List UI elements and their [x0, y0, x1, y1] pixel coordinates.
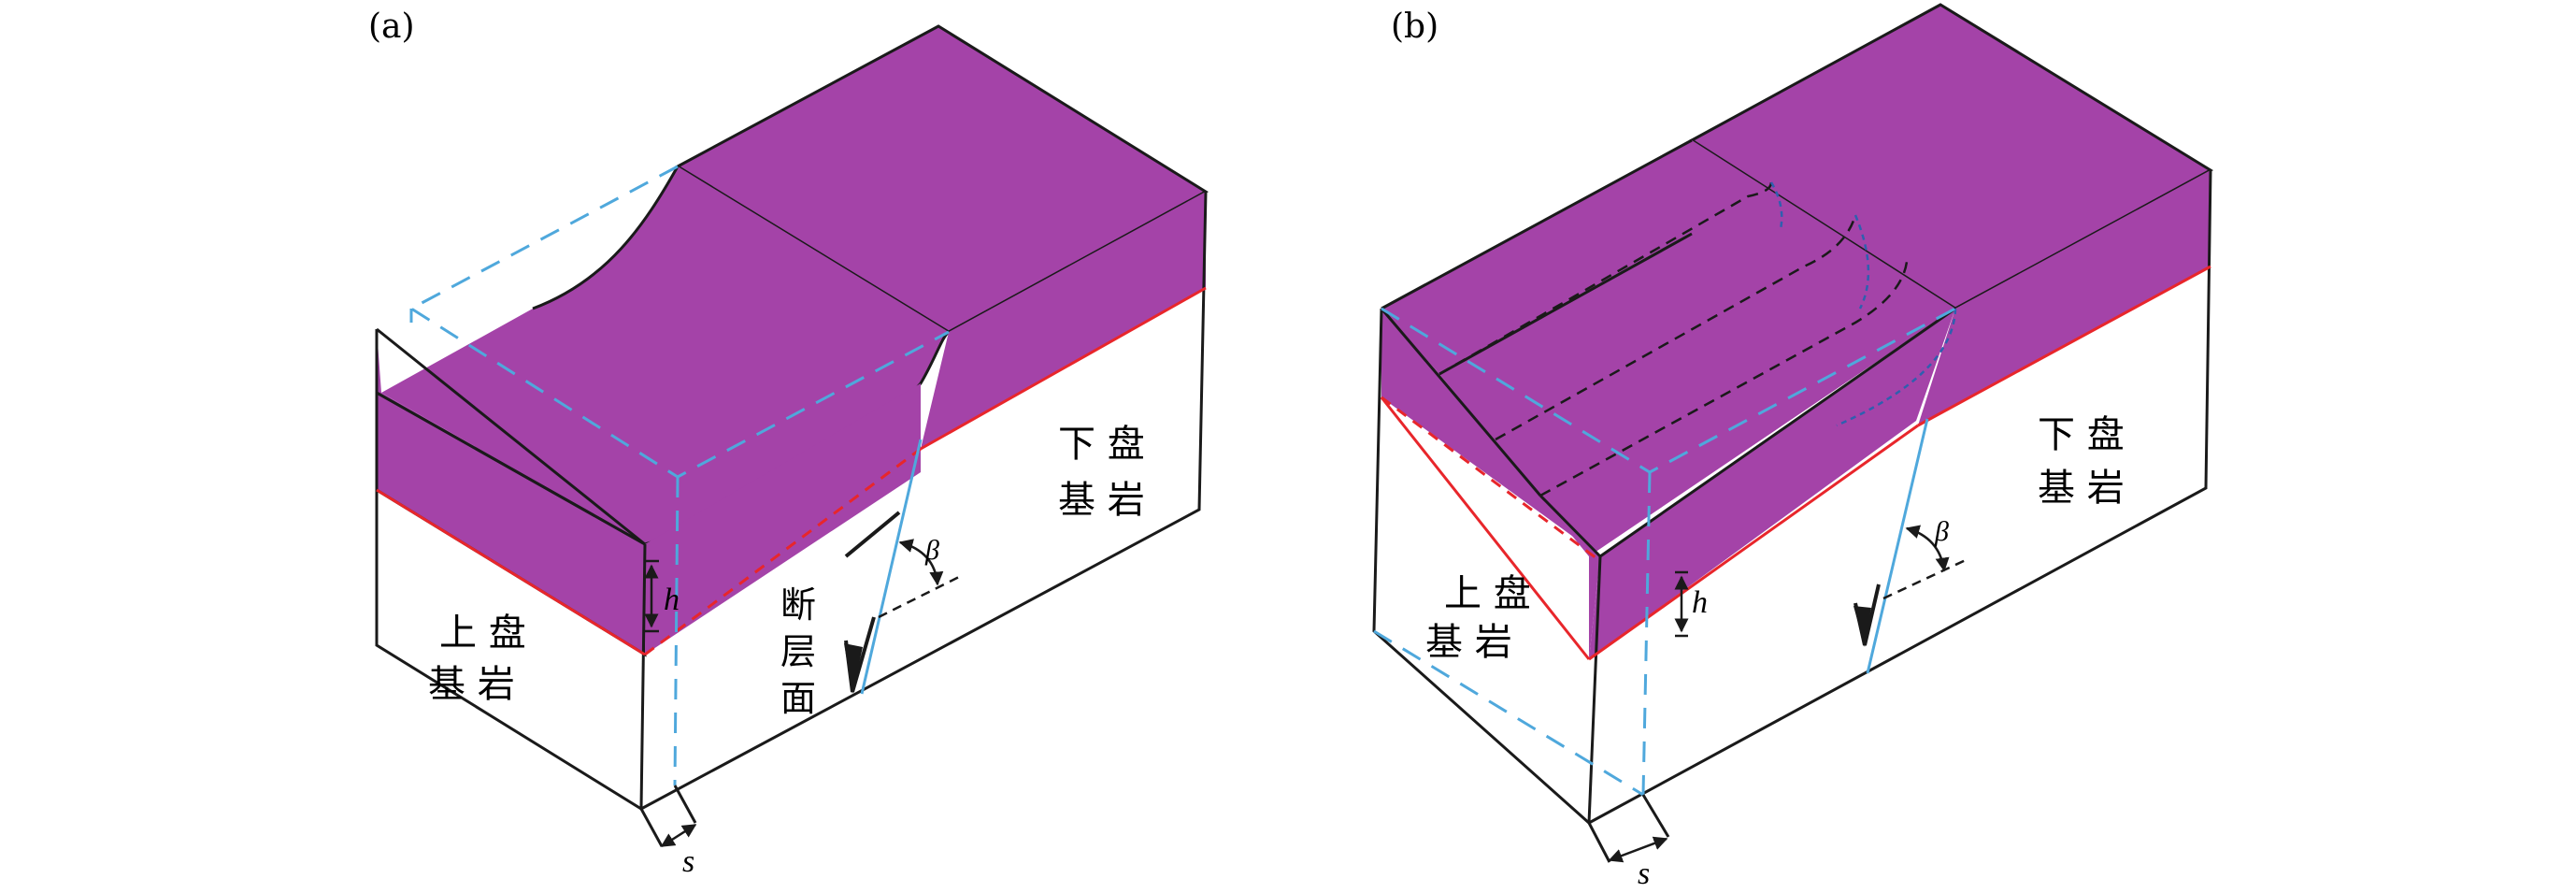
panel-a-footwall-label-2: 基 岩 — [1058, 479, 1145, 522]
panel-b-contact-hidden — [1381, 396, 1601, 563]
panel-b: h s β (b) 下 盘 基 岩 上 盘 基 岩 — [1372, 3, 2214, 891]
panel-a-label: (a) — [368, 7, 415, 46]
panel-b-terrace-line-2 — [1495, 214, 1857, 441]
panel-b-s-leg-right — [1641, 794, 1670, 838]
panel-b-original-front — [1641, 471, 1652, 796]
panel-b-contact-footwall — [1917, 265, 2211, 427]
panel-a-original-outline — [408, 165, 950, 479]
panel-a-s-leg-right — [673, 785, 697, 824]
panel-b-curve-1 — [1769, 181, 1783, 230]
panel-a-beta-arc — [898, 539, 944, 586]
panel-a-scarp-edge — [532, 166, 680, 310]
panel-a-contact-footwall — [920, 286, 1207, 451]
panel-b-front-face-layer — [1589, 556, 1600, 659]
panel-b-front-vertical-edge — [1587, 555, 1602, 824]
panel-b-beta-arc — [1905, 525, 1950, 572]
panel-b-beta-label: β — [1934, 516, 1949, 547]
panel-a-top-left-edge — [376, 327, 646, 546]
panel-a-front-edge — [639, 543, 647, 810]
panel-a-layer-top-edge — [376, 391, 646, 546]
panel-a-hanging-label-2: 基 岩 — [428, 663, 515, 706]
panel-b-hanging-label-1: 上 盘 — [1444, 572, 1531, 615]
panel-a-fault-plane-label-3: 面 — [780, 678, 816, 719]
panel-a-fault-plane-label-1: 断 — [780, 584, 816, 626]
panel-a-s-arrow — [660, 823, 697, 848]
panel-a-h-label: h — [664, 583, 680, 617]
panel-b-slip-arrowhead — [1853, 606, 1871, 647]
panel-b-top-back-edge — [1381, 138, 1693, 310]
panel-b-beta-reference — [1882, 557, 1968, 600]
panel-b-footwall-front-layer — [1918, 170, 2211, 425]
panel-a-original-front-edge — [673, 476, 680, 786]
panel-a-s-label: s — [682, 844, 694, 879]
panel-b-contact-front — [1588, 424, 1919, 661]
panel-b-curve-2 — [1853, 214, 1870, 310]
panel-a-slip-half-arrow-up — [844, 511, 901, 558]
panel-a-footwall-label-1: 下 盘 — [1058, 423, 1145, 466]
panel-b-terrace-line-1 — [1438, 181, 1773, 376]
panel-a: h s β (a) 下 盘 基 岩 上 盘 基 岩 断 层 面 — [368, 7, 1209, 879]
panel-a-slip-arrowhead — [844, 643, 863, 694]
panel-b-s-label: s — [1638, 857, 1650, 891]
panel-a-hanging-side-layer — [645, 383, 921, 655]
panel-a-fault-plane — [860, 439, 923, 695]
panel-a-beta-reference — [878, 573, 964, 619]
panel-b-s-arrow — [1608, 836, 1668, 863]
panel-b-front-top-edge — [1599, 307, 1956, 558]
panel-a-beta-label: β — [924, 535, 939, 566]
panel-b-label: (b) — [1391, 7, 1438, 46]
panel-b-contact-left — [1380, 396, 1591, 660]
panel-b-left-slope-surface — [1381, 309, 1600, 556]
panel-b-scarp-top-surface — [1381, 140, 1955, 556]
panel-b-slope-edge — [1380, 308, 1542, 497]
panel-b-fault-plane — [1866, 418, 1929, 674]
panel-b-footwall-label-2: 基 岩 — [2038, 467, 2125, 510]
panel-b-terrace-line-3 — [1539, 261, 1909, 497]
panel-b-footwall-label-1: 下 盘 — [2038, 413, 2125, 456]
panel-a-s-leg-left — [639, 808, 664, 847]
panel-a-hanging-label-1: 上 盘 — [439, 612, 526, 655]
panel-b-slope-edge-lower — [1538, 494, 1602, 558]
panel-a-contact-hanging — [376, 488, 646, 656]
panel-b-curve-3 — [1836, 308, 1957, 427]
panel-a-fault-plane-label-2: 层 — [780, 631, 816, 672]
panel-a-footwall-front-layer — [921, 192, 1206, 449]
panel-b-s-leg-left — [1587, 822, 1611, 863]
panel-b-hanging-label-2: 基 岩 — [1425, 621, 1512, 664]
panel-b-h-label: h — [1692, 585, 1708, 620]
panel-b-original-base — [1373, 629, 1644, 797]
